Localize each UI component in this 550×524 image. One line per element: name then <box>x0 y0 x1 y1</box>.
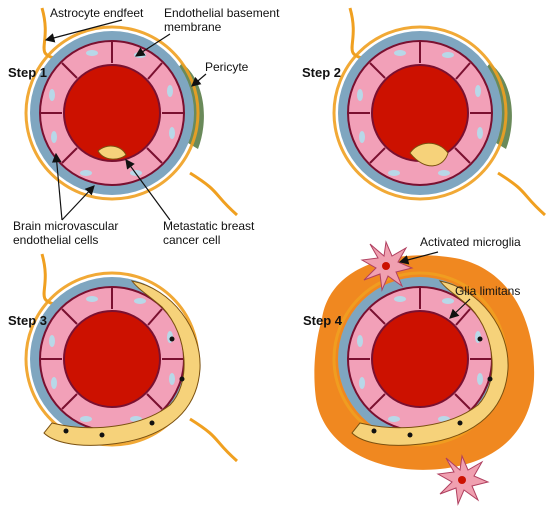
cancer-cell <box>409 142 449 167</box>
cancer-cell <box>351 280 509 446</box>
cancer-cell <box>43 280 201 446</box>
step-4-label: Step 4 <box>303 313 343 328</box>
astrocyte-process <box>40 7 55 60</box>
panel-step-1 <box>24 7 238 217</box>
astrocyte-process <box>40 253 55 306</box>
step-2-label: Step 2 <box>302 65 341 80</box>
bmec-label-2: endothelial cells <box>13 233 98 247</box>
astrocyte-process <box>189 171 238 217</box>
activated-microglia-label: Activated microglia <box>420 235 521 249</box>
microglia-cell <box>436 454 490 506</box>
mbc-label-2: cancer cell <box>163 233 220 247</box>
endothelial-bm-label-1: Endothelial basement <box>164 6 280 20</box>
step-1-label: Step 1 <box>8 65 47 80</box>
cancer-cell <box>97 145 127 160</box>
mbc-label-1: Metastatic breast <box>163 219 255 233</box>
pericyte-label: Pericyte <box>205 60 249 74</box>
astrocyte-process <box>189 417 238 463</box>
glia-limitans-label: Glia limitans <box>455 284 520 298</box>
endothelial-bm-label-2: membrane <box>164 20 222 34</box>
bmec-label-1: Brain microvascular <box>13 219 118 233</box>
astrocyte-endfeet-label: Astrocyte endfeet <box>50 6 144 20</box>
astrocyte-process <box>497 171 546 217</box>
astrocyte-process <box>348 7 363 60</box>
panel-step-2 <box>332 7 546 217</box>
panel-step-3 <box>24 253 238 463</box>
panel-step-4 <box>314 255 535 470</box>
step-3-label: Step 3 <box>8 313 47 328</box>
